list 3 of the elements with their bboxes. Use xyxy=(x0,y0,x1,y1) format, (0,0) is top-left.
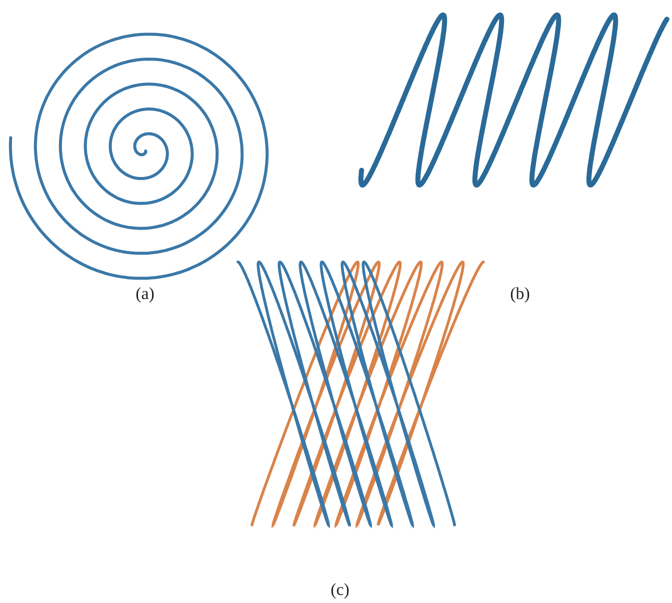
panel-label: (b) xyxy=(510,284,530,304)
panel-label: (c) xyxy=(330,580,350,600)
panel-label: (a) xyxy=(136,284,154,304)
